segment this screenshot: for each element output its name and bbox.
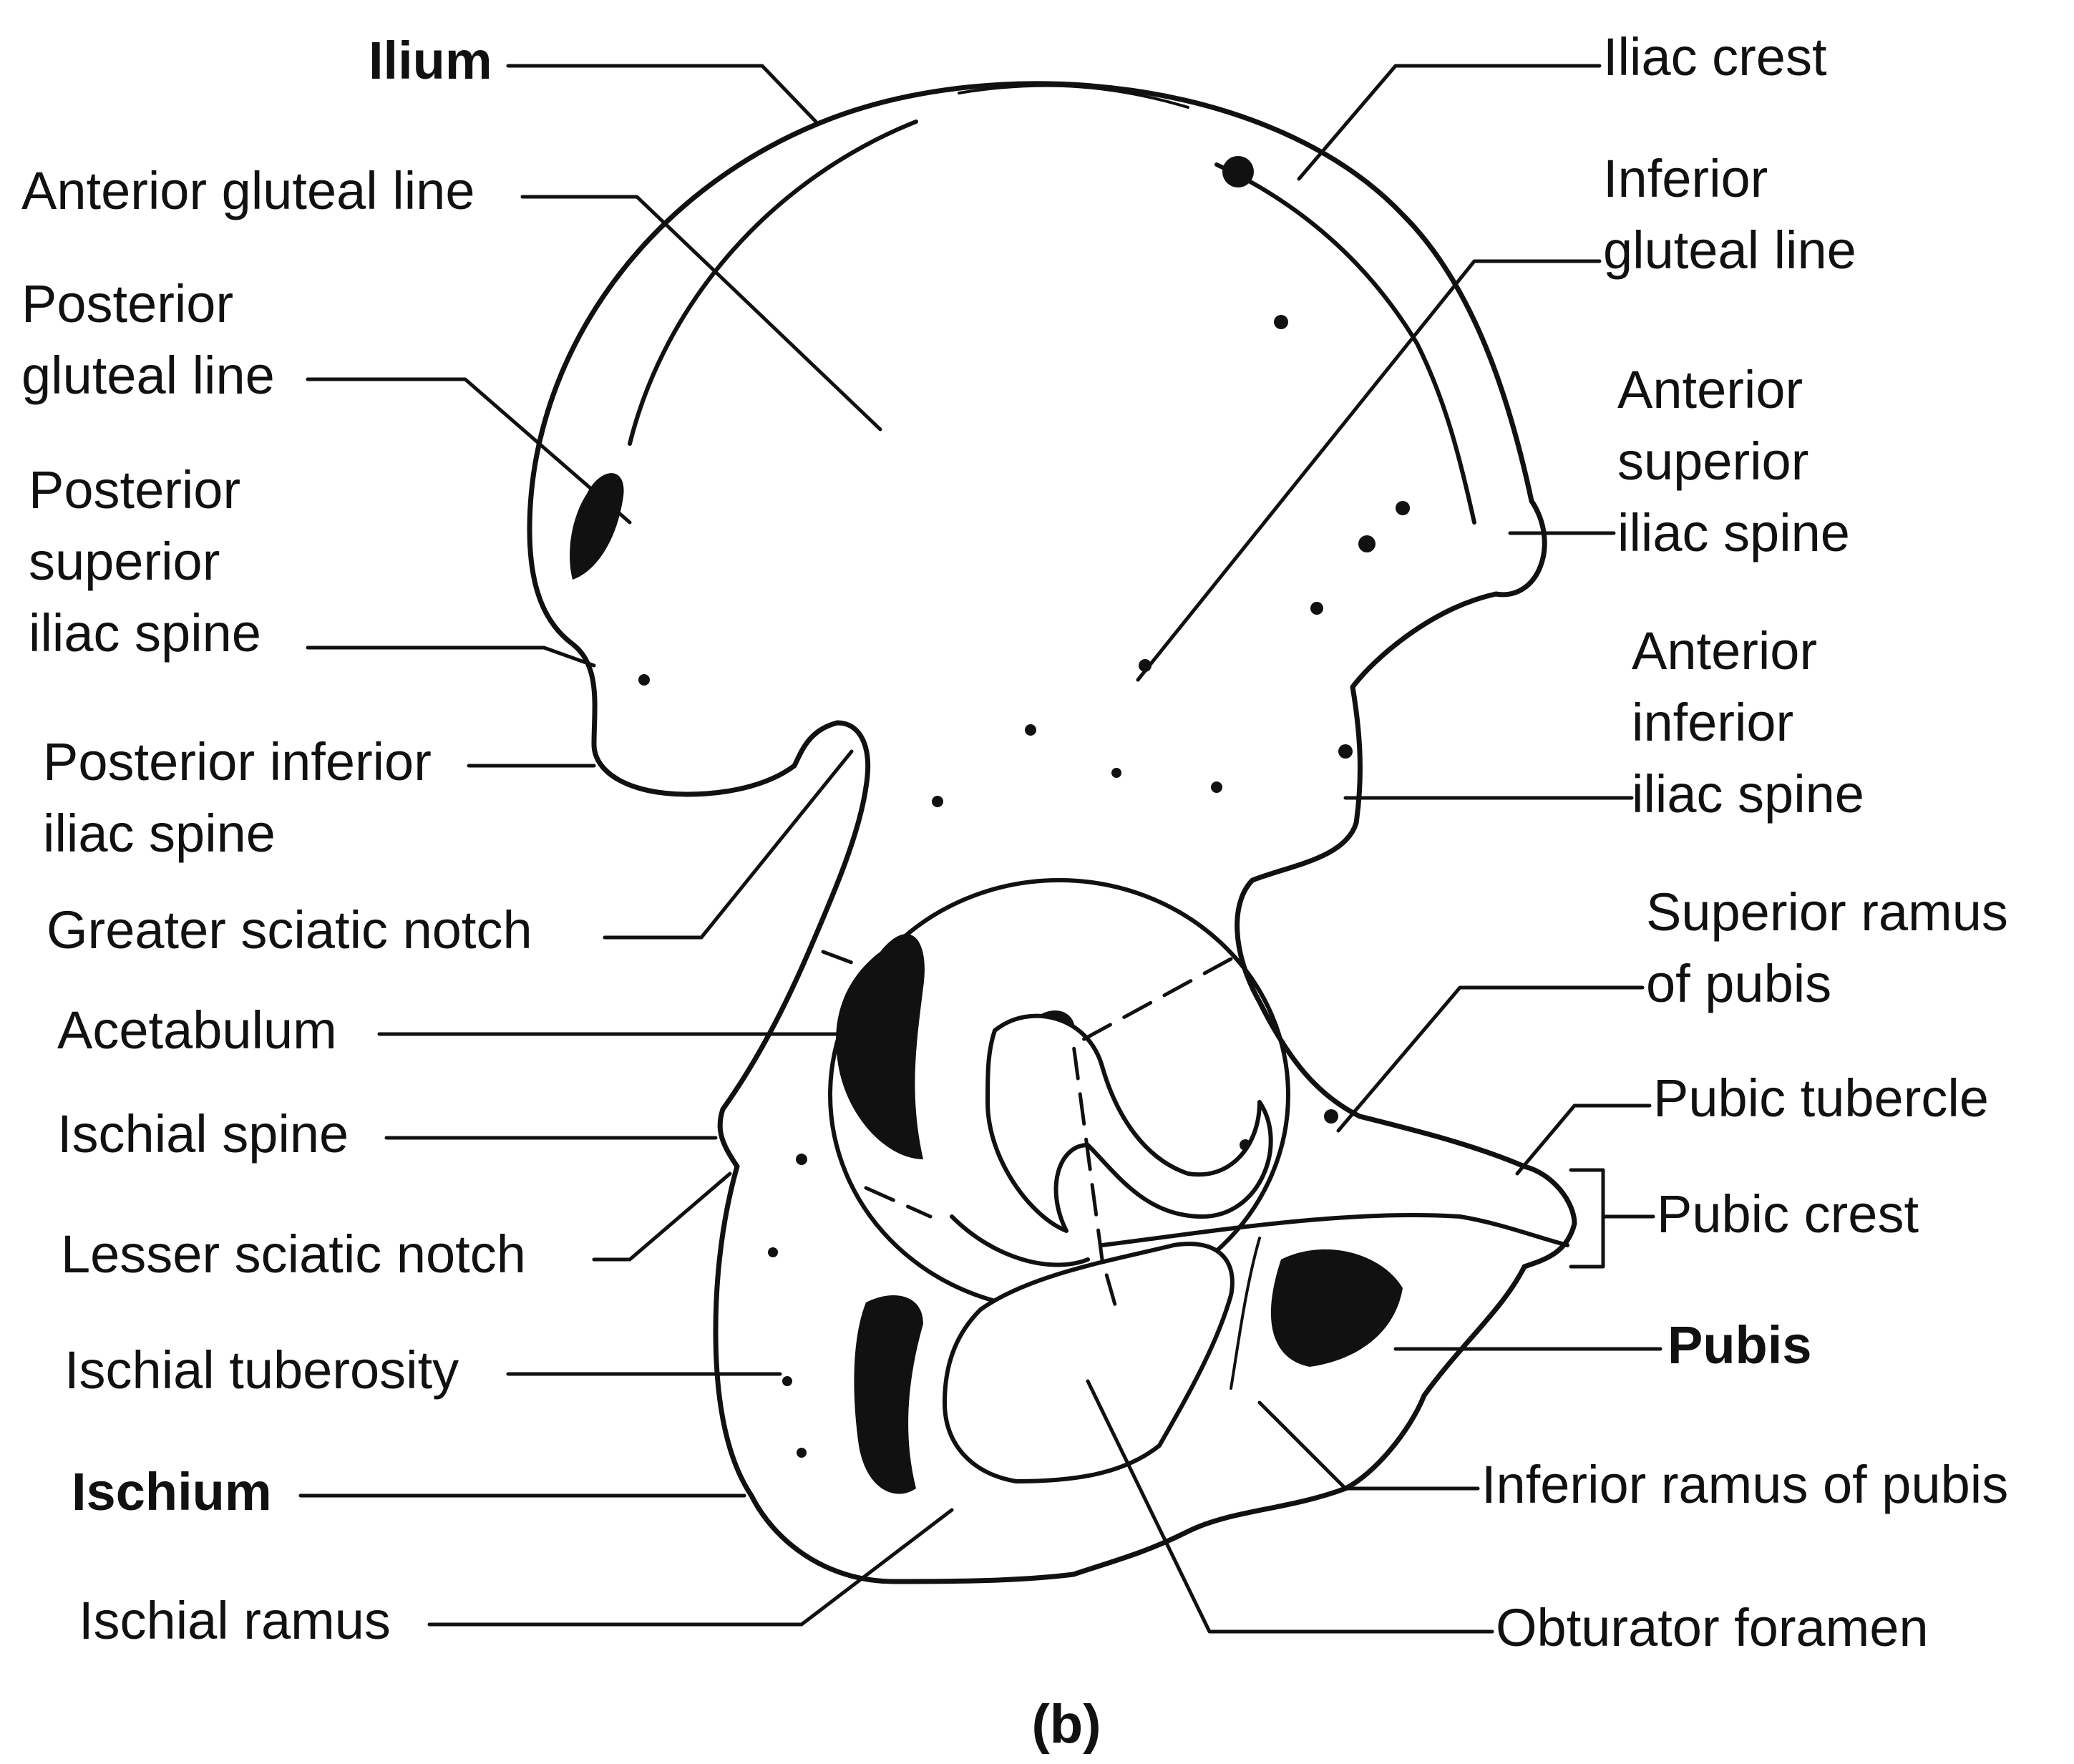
label-anterior-gluteal-line: Anterior gluteal line <box>21 161 474 220</box>
label-inferior-gluteal-line: Inferior gluteal line <box>1603 149 1856 280</box>
label-ilium: Ilium <box>369 31 492 90</box>
label-anterior-inferior-iliac-spine: Anterior inferior iliac spine <box>1632 621 1864 824</box>
label-lesser-sciatic-notch: Lesser sciatic notch <box>61 1224 526 1284</box>
label-iliac-crest: Iliac crest <box>1603 27 1827 87</box>
hip-bone-drawing <box>530 84 1574 1582</box>
label-acetabulum: Acetabulum <box>57 1000 337 1060</box>
leader-lesser-sciatic-notch <box>594 1174 730 1259</box>
label-ischial-spine: Ischial spine <box>57 1104 349 1164</box>
leader-superior-ramus-of-pubis <box>1338 988 1642 1131</box>
leader-pubic-tubercle <box>1517 1106 1650 1174</box>
label-ischial-tuberosity: Ischial tuberosity <box>64 1340 459 1400</box>
label-greater-sciatic-notch: Greater sciatic notch <box>47 900 532 960</box>
label-ischium: Ischium <box>72 1462 272 1521</box>
label-inferior-ramus-of-pubis: Inferior ramus of pubis <box>1481 1455 2008 1514</box>
label-posterior-inferior-iliac-spine: Posterior inferior iliac spine <box>43 732 446 863</box>
leader-iliac-crest <box>1299 66 1600 179</box>
left-labels: Ilium Anterior gluteal line Posterior gl… <box>21 31 532 1650</box>
label-obturator-foramen: Obturator foramen <box>1496 1598 1929 1657</box>
label-pubis: Pubis <box>1668 1315 1811 1375</box>
label-posterior-gluteal-line: Posterior gluteal line <box>21 274 275 405</box>
label-pubic-tubercle: Pubic tubercle <box>1653 1068 1989 1128</box>
figure-caption: (b) <box>1031 1694 1101 1755</box>
label-posterior-superior-iliac-spine: Posterior superior iliac spine <box>29 460 261 663</box>
label-ischial-ramus: Ischial ramus <box>79 1591 391 1650</box>
right-labels: Iliac crest Inferior gluteal line Anteri… <box>1481 27 2022 1657</box>
label-anterior-superior-iliac-spine: Anterior superior iliac spine <box>1617 360 1850 562</box>
label-pubic-crest: Pubic crest <box>1657 1184 1919 1244</box>
leader-ilium <box>508 66 816 122</box>
label-superior-ramus-of-pubis: Superior ramus of pubis <box>1646 882 2022 1013</box>
leader-posterior-superior-iliac-spine <box>308 648 594 666</box>
